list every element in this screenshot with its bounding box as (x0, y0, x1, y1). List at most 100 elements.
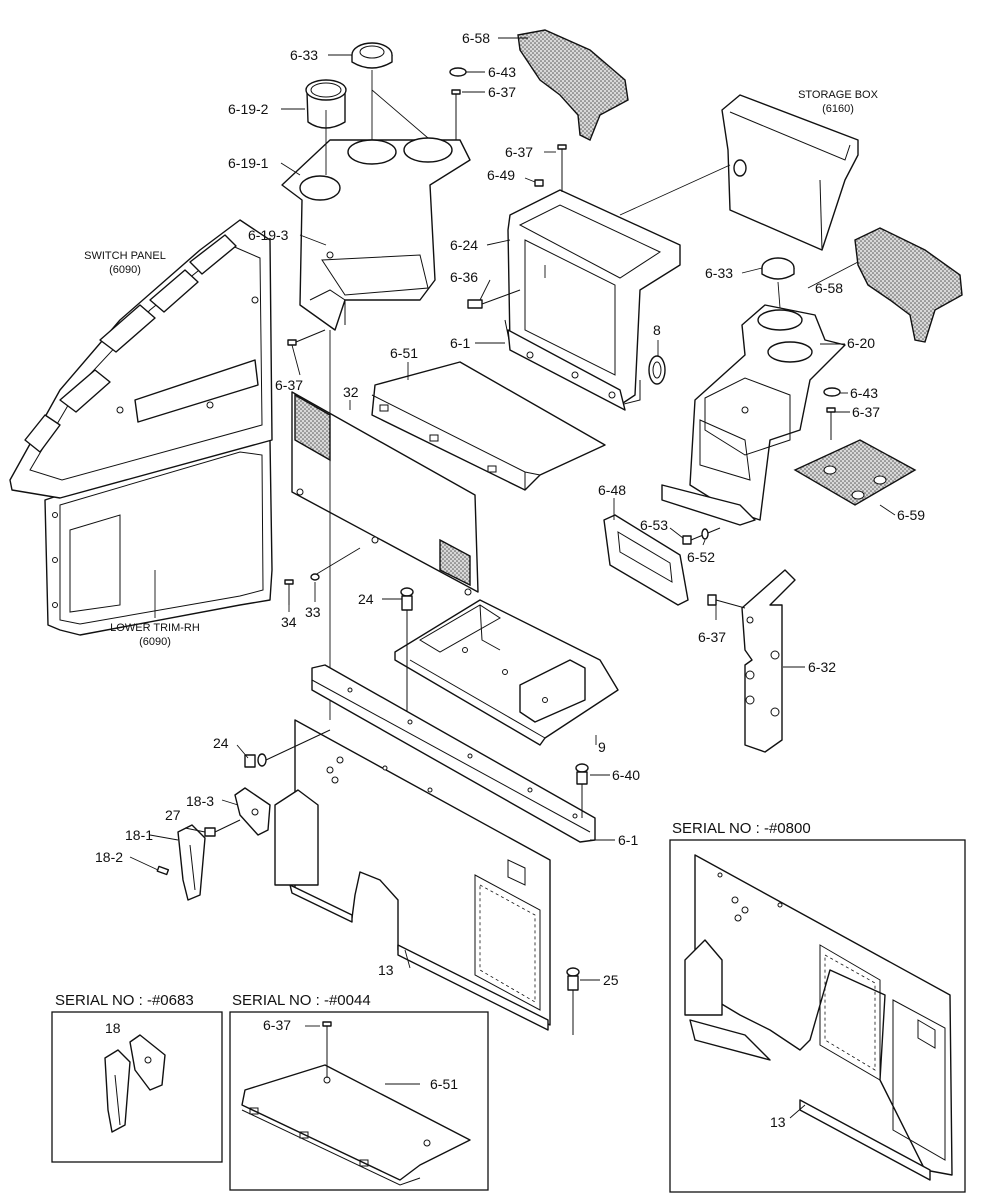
inset-0800-part-13: 13 (770, 1114, 786, 1130)
switch-panel (9, 219, 273, 499)
bolt-24-left (244, 729, 331, 768)
grommet-8 (648, 355, 666, 385)
inset-0044-part-6-37: 6-37 (263, 1017, 291, 1033)
label-27: 27 (165, 807, 181, 823)
bolt-6-40 (575, 763, 589, 818)
inset-lever-18 (104, 1034, 166, 1133)
label-6-40: 6-40 (612, 767, 640, 783)
storage-box-label: STORAGE BOX (798, 89, 879, 101)
screw-34 (284, 579, 294, 605)
inset-frame-0044 (229, 1011, 489, 1191)
label-6-43-top: 6-43 (488, 64, 516, 80)
label-6-33-right: 6-33 (705, 265, 733, 281)
label-6-59: 6-59 (897, 507, 925, 523)
label-6-37-top: 6-37 (488, 84, 516, 100)
armrest-6-58-top (517, 29, 629, 141)
switch-panel-label: SWITCH PANEL (84, 250, 166, 262)
label-6-19-2: 6-19-2 (228, 101, 269, 117)
label-6-37-bracket: 6-37 (698, 629, 726, 645)
label-32: 32 (343, 384, 359, 400)
label-6-19-1: 6-19-1 (228, 155, 269, 171)
bolt-6-36 (467, 289, 521, 309)
label-18-3: 18-3 (186, 793, 214, 809)
cap-6-33-top (351, 42, 393, 69)
label-6-58-top: 6-58 (462, 30, 490, 46)
label-6-1-top: 6-1 (450, 335, 470, 351)
inset-frame-0683 (51, 1011, 223, 1163)
clip-6-49 (534, 179, 544, 187)
inset-panel-13-0800 (684, 854, 953, 1181)
label-18-1: 18-1 (125, 827, 153, 843)
bracket-9 (394, 599, 619, 746)
label-6-58-right: 6-58 (815, 280, 843, 296)
label-25: 25 (603, 972, 619, 988)
bracket-6-32 (741, 569, 796, 753)
label-6-20: 6-20 (847, 335, 875, 351)
inset-frame-0800 (669, 839, 966, 1193)
inset-0044-title: SERIAL NO : -#0044 (232, 992, 371, 1009)
screw-6-37-left (287, 329, 326, 346)
panel-13 (289, 719, 551, 1031)
label-6-37-left: 6-37 (275, 377, 303, 393)
label-6-53: 6-53 (640, 517, 668, 533)
label-13: 13 (378, 962, 394, 978)
lever-bracket-18-3 (234, 787, 271, 836)
lever-18-1 (177, 824, 206, 901)
label-33: 33 (305, 604, 321, 620)
storage-box-code: (6160) (822, 103, 854, 115)
handle-6-48 (603, 514, 689, 606)
label-6-49: 6-49 (487, 167, 515, 183)
label-6-52: 6-52 (687, 549, 715, 565)
label-6-19-3: 6-19-3 (248, 227, 289, 243)
label-6-24: 6-24 (450, 237, 478, 253)
bolt-6-37-bracket (707, 594, 746, 609)
lower-trim-label: LOWER TRIM-RH (110, 622, 200, 634)
label-6-51: 6-51 (390, 345, 418, 361)
screw-6-37-right (826, 407, 836, 440)
label-6-36: 6-36 (450, 269, 478, 285)
pin-18-2 (156, 865, 170, 876)
label-6-37-b: 6-37 (505, 144, 533, 160)
label-6-1-bottom: 6-1 (618, 832, 638, 848)
label-18-2: 18-2 (95, 849, 123, 865)
seat-cushion-pad (274, 789, 319, 886)
screw-6-37-top (451, 89, 461, 140)
label-6-48: 6-48 (598, 482, 626, 498)
label-6-33-top: 6-33 (290, 47, 318, 63)
cap-6-43-top (449, 67, 467, 77)
storage-box-6160 (721, 94, 859, 251)
label-8: 8 (653, 322, 661, 338)
screw-6-37-b (557, 144, 567, 192)
label-24-left: 24 (213, 735, 229, 751)
lower-trim-rh-panel (44, 439, 273, 636)
label-6-37-right: 6-37 (852, 404, 880, 420)
label-34: 34 (281, 614, 297, 630)
storage-frame-6-24 (504, 189, 681, 411)
inset-0044-part-6-51: 6-51 (430, 1076, 458, 1092)
label-6-32: 6-32 (808, 659, 836, 675)
label-9: 9 (598, 739, 606, 755)
lower-trim-code: (6090) (139, 636, 171, 648)
cap-6-43-right (823, 387, 841, 397)
console-top-6-19-1 (281, 137, 471, 331)
inset-screw-6-37 (322, 1021, 332, 1078)
cap-6-33-right (761, 257, 795, 280)
washer-6-52 (701, 528, 709, 540)
panel-32 (291, 391, 479, 596)
mat-6-59 (793, 439, 917, 506)
switch-panel-code: (6090) (109, 264, 141, 276)
label-24-top: 24 (358, 591, 374, 607)
tray-6-51 (371, 361, 606, 491)
inset-tray-6-51 (241, 1064, 471, 1186)
label-6-43-right: 6-43 (850, 385, 878, 401)
inset-0683-title: SERIAL NO : -#0683 (55, 992, 194, 1009)
bolt-27 (204, 819, 241, 837)
armrest-6-58-right (854, 227, 963, 343)
washer-33 (310, 573, 320, 581)
inset-0800-title: SERIAL NO : -#0800 (672, 820, 811, 837)
inset-0683-part-18: 18 (105, 1020, 121, 1036)
bolt-6-53 (682, 527, 721, 545)
bolt-25 (566, 967, 580, 1035)
